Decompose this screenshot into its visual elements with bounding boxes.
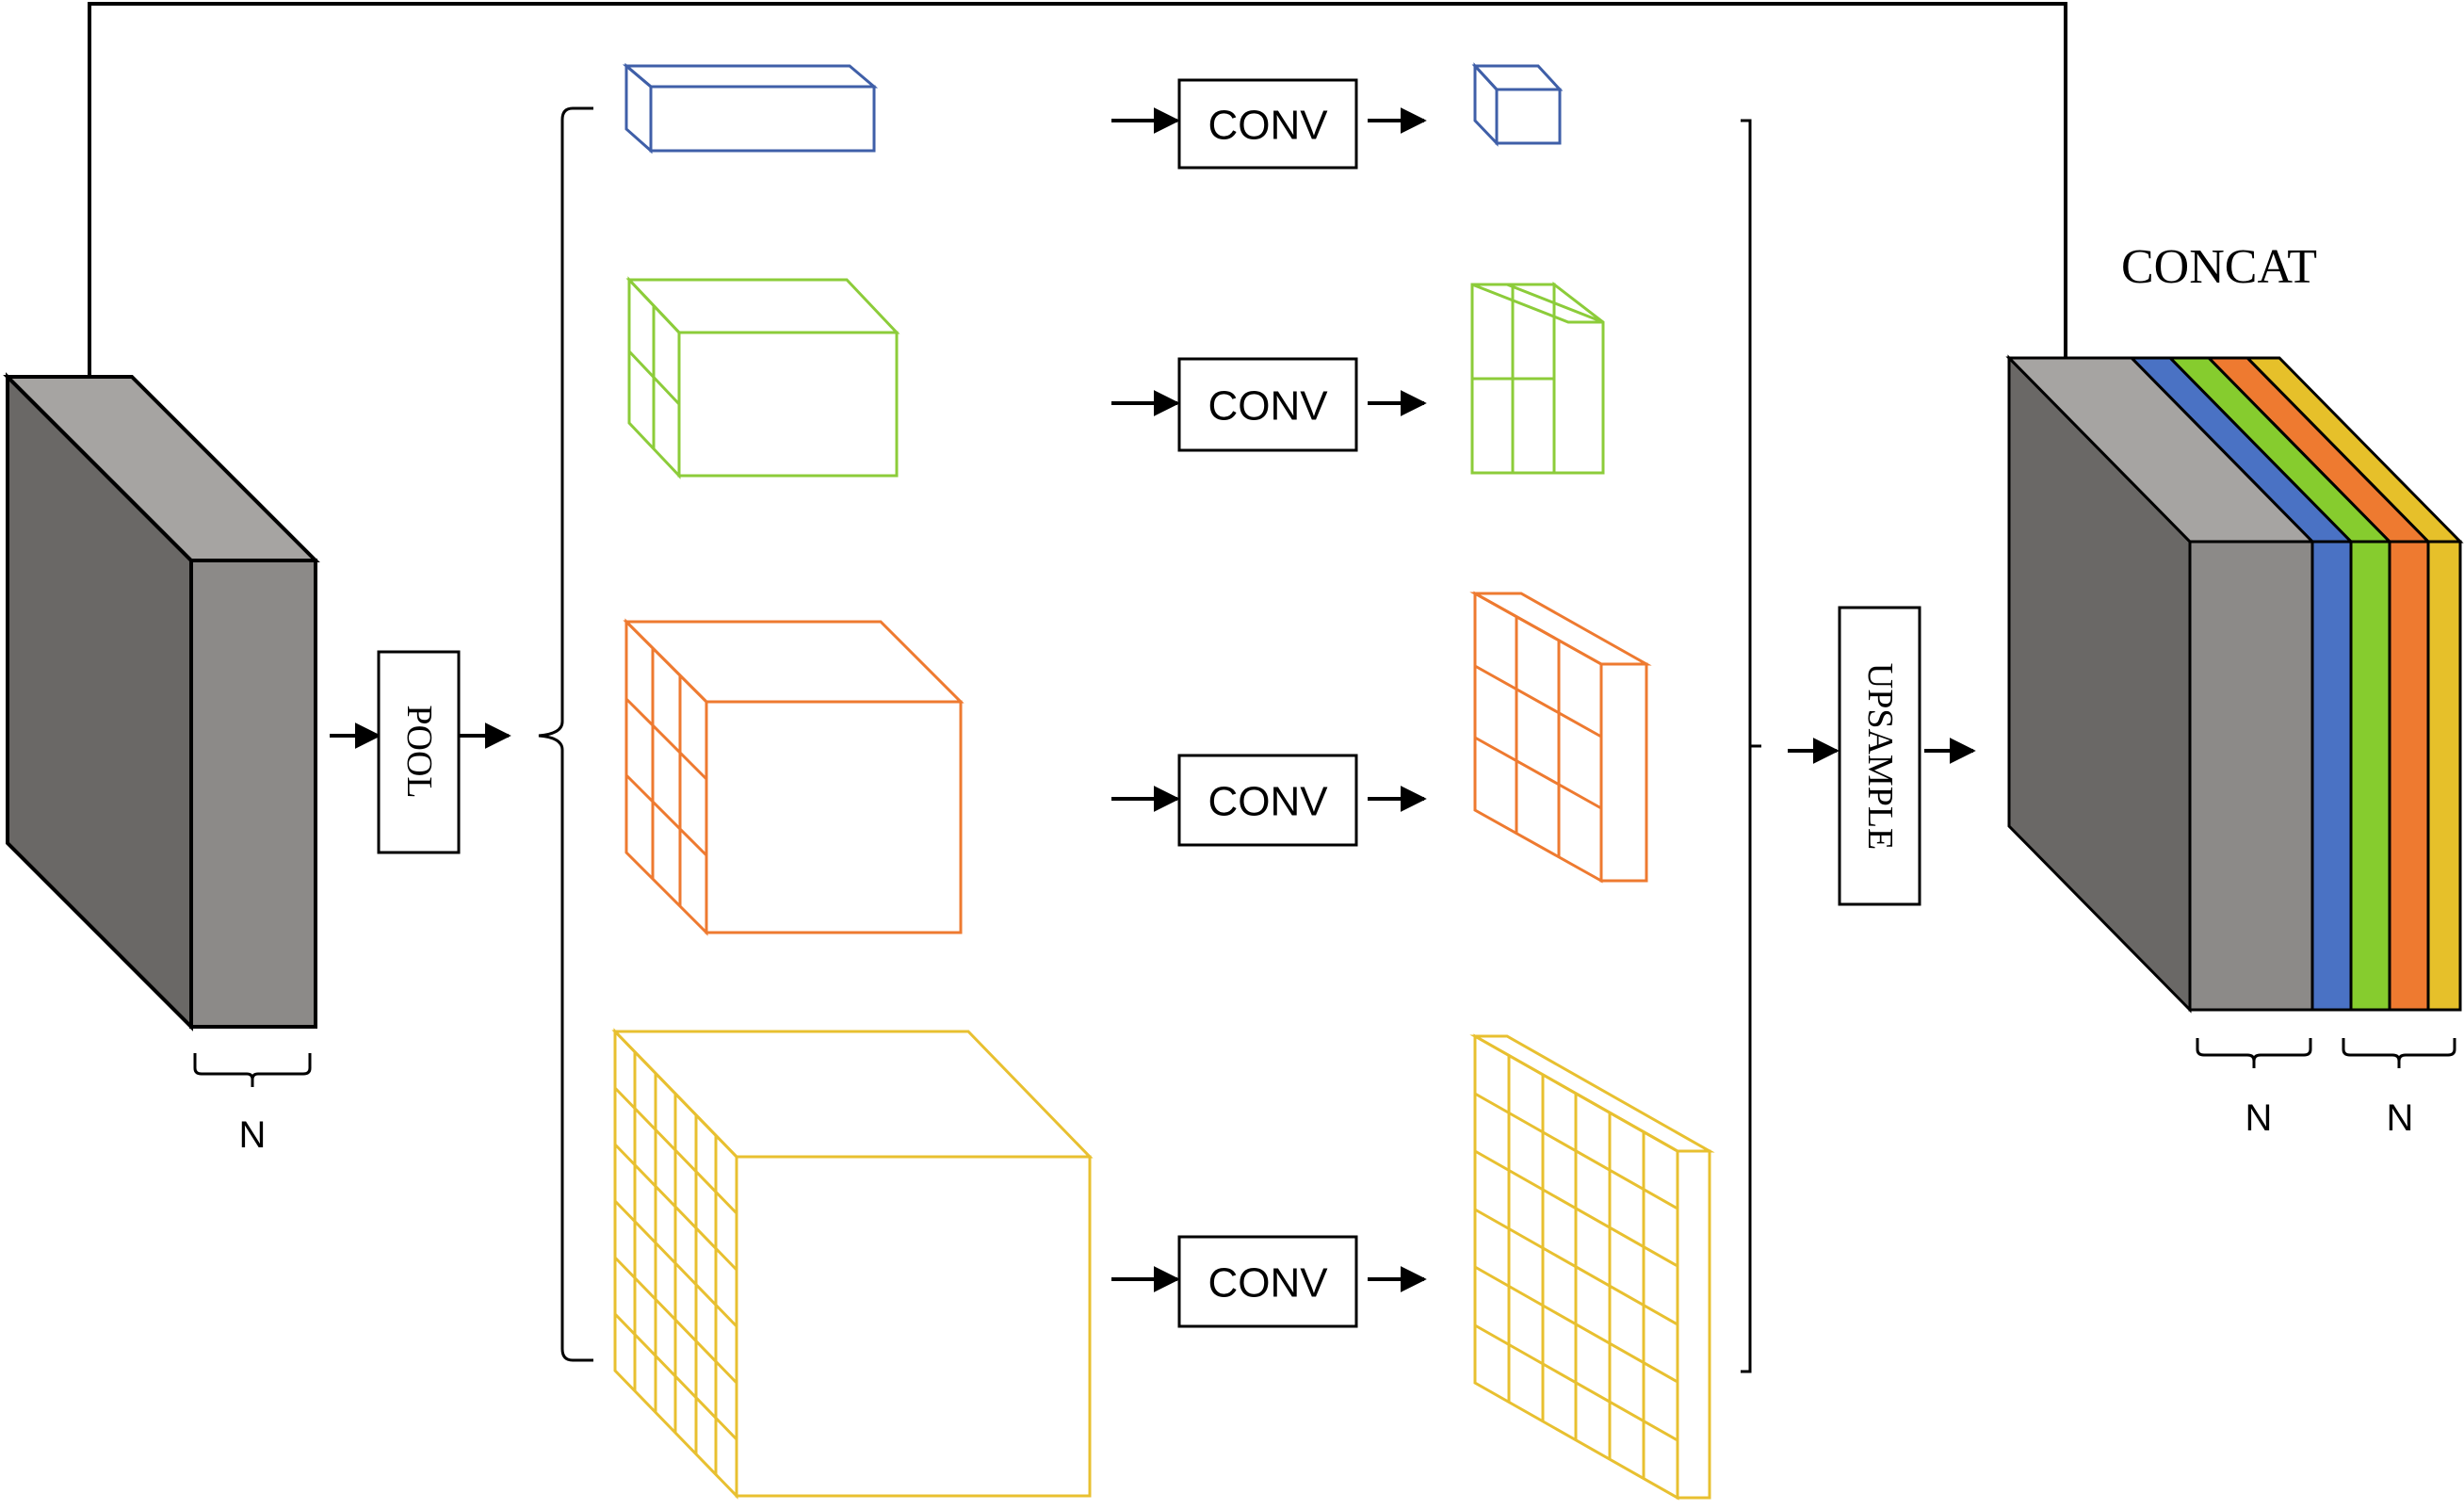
input-n-label: N xyxy=(239,1114,267,1156)
branch-3-pooled-map-orange xyxy=(623,618,965,936)
conv-label-2: CONV xyxy=(1208,383,1328,430)
left-brace xyxy=(538,106,593,1362)
upsample-label: UPSAMPLE xyxy=(1860,663,1900,851)
concat-feature-map xyxy=(2005,354,2464,1014)
band-green-front xyxy=(2349,540,2391,1012)
pool-box xyxy=(377,650,461,854)
output-n-label-right: N xyxy=(2387,1097,2414,1139)
branch-4-conv-map-yellow xyxy=(1469,1033,1715,1501)
pool-label: POOL xyxy=(399,705,439,798)
band-yellow-front xyxy=(2426,540,2462,1012)
conv-box-1 xyxy=(1177,78,1358,170)
input-n-brace xyxy=(193,1053,312,1087)
skip-connection-line xyxy=(88,2,2079,394)
band-blue-front xyxy=(2310,540,2353,1012)
conv-box-3 xyxy=(1177,754,1358,847)
branch-1-pooled-map-blue xyxy=(622,62,879,154)
branch-2-conv-map-green xyxy=(1470,281,1605,475)
concat-gray-front-face xyxy=(2188,540,2314,1012)
branch-3-conv-map-orange xyxy=(1469,591,1652,884)
input-feature-map xyxy=(3,372,320,1031)
output-n-brace-right xyxy=(2342,1038,2456,1068)
conv-label-1: CONV xyxy=(1208,103,1328,149)
concat-label: CONCAT xyxy=(2121,240,2317,294)
branch-4-pooled-map-yellow xyxy=(611,1028,1094,1500)
band-orange-front xyxy=(2388,540,2430,1012)
output-n-brace-left xyxy=(2196,1038,2312,1068)
conv-box-2 xyxy=(1177,357,1358,452)
right-bracket xyxy=(1741,119,1761,1373)
branch-2-pooled-map-green xyxy=(625,276,900,479)
conv-label-4: CONV xyxy=(1208,1260,1328,1307)
input-map-front-face xyxy=(189,559,317,1029)
output-n-label-left: N xyxy=(2245,1097,2273,1139)
conv-box-4 xyxy=(1177,1235,1358,1328)
upsample-box xyxy=(1838,606,1921,906)
conv-label-3: CONV xyxy=(1208,779,1328,825)
branch-1-conv-map-blue xyxy=(1471,62,1564,147)
